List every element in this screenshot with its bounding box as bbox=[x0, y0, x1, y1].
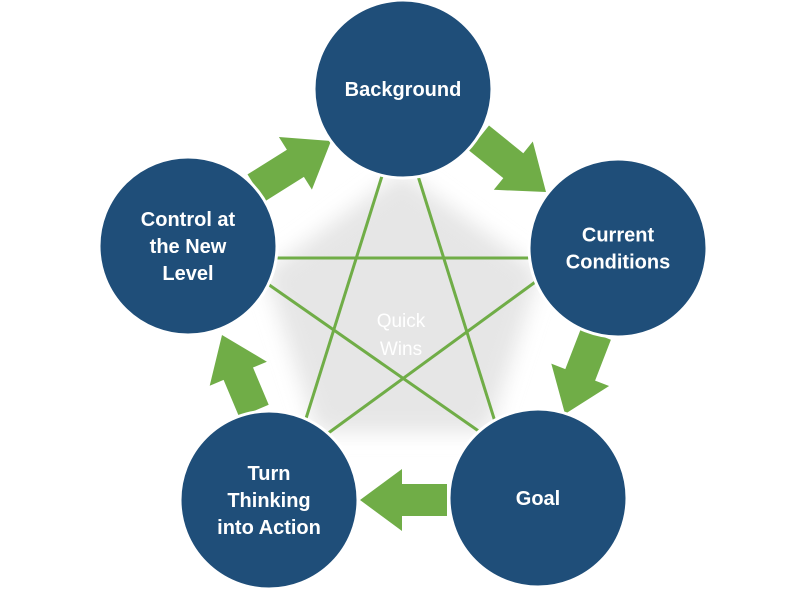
flow-arrows bbox=[209, 125, 611, 531]
node-label-line: Level bbox=[162, 263, 213, 285]
center-label-line-2: Wins bbox=[380, 339, 422, 360]
flow-arrow-icon bbox=[469, 125, 546, 192]
node-label-line: Control at bbox=[141, 209, 236, 231]
node-label-line: into Action bbox=[217, 517, 321, 539]
node-background: Background bbox=[312, 0, 494, 180]
center-label-line-1: Quick bbox=[377, 311, 426, 332]
node-goal: Goal bbox=[447, 407, 629, 589]
node-circle bbox=[97, 155, 279, 337]
center-pentagon bbox=[265, 172, 540, 432]
star-lines bbox=[264, 175, 539, 436]
node-circle bbox=[178, 409, 360, 591]
node-label-line: the New bbox=[150, 236, 227, 258]
node-label-line: Goal bbox=[516, 488, 560, 510]
node-label-line: Background bbox=[345, 79, 462, 101]
flow-arrow-icon bbox=[247, 137, 331, 202]
star-line bbox=[301, 175, 384, 429]
star-line bbox=[264, 280, 481, 434]
node-label-line: Turn bbox=[248, 463, 291, 485]
node-circle bbox=[527, 157, 709, 339]
flow-arrow-icon bbox=[360, 469, 447, 531]
node-label-line: Conditions bbox=[566, 252, 670, 274]
star-line bbox=[326, 278, 539, 436]
node-label-line: Current bbox=[582, 225, 655, 247]
node-label-line: Thinking bbox=[227, 490, 310, 512]
flow-arrow-icon bbox=[209, 335, 269, 418]
node-circle bbox=[312, 0, 494, 180]
center-label: Quick Wins bbox=[377, 311, 426, 360]
star-line bbox=[416, 175, 499, 429]
node-circle bbox=[447, 407, 629, 589]
flow-arrow-icon bbox=[551, 328, 611, 414]
